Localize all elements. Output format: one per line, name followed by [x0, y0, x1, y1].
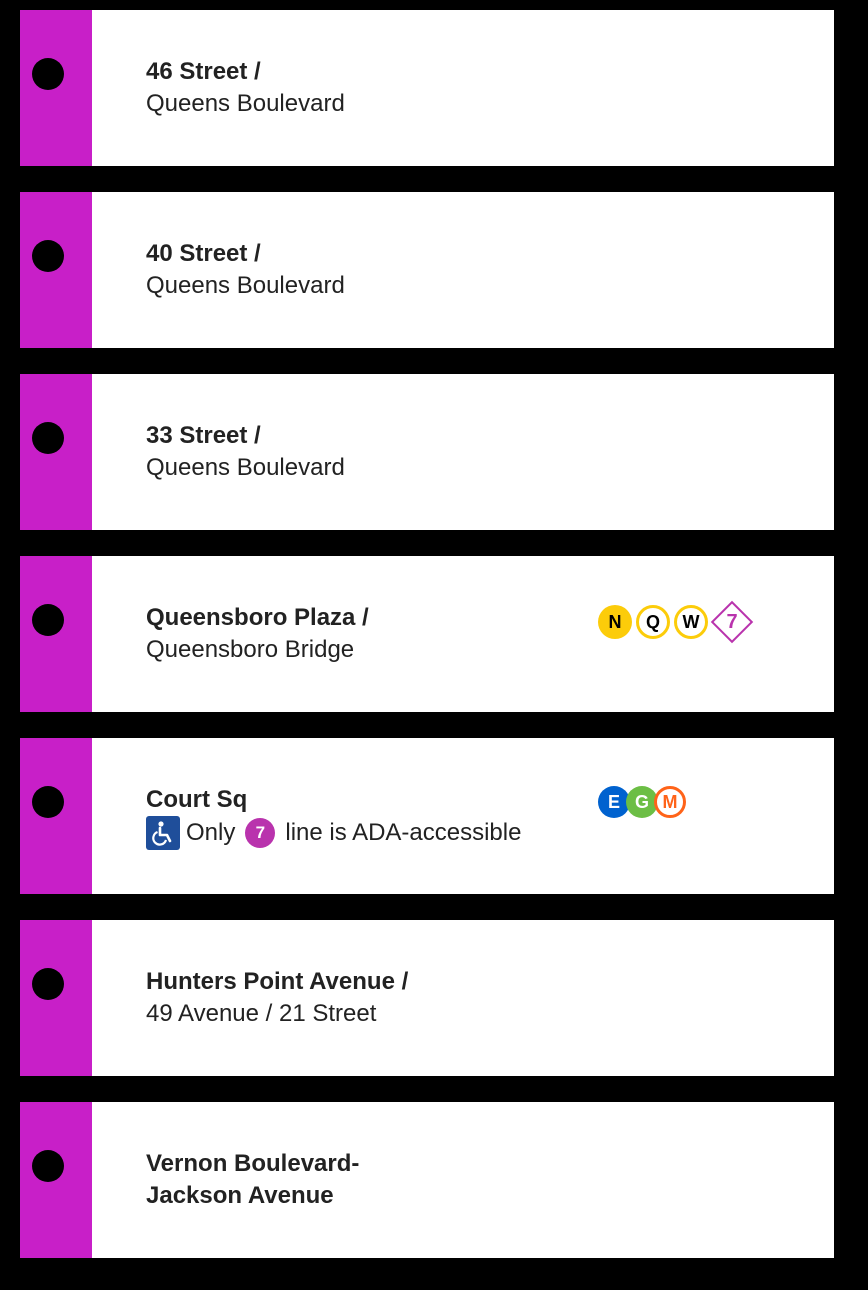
stop-text: Hunters Point Avenue / 49 Avenue / 21 St…: [146, 966, 408, 1030]
line-strip: [20, 920, 92, 1076]
stop-card-33-street[interactable]: 33 Street / Queens Boulevard: [20, 374, 834, 530]
stop-name[interactable]: Queensboro Plaza /: [146, 604, 369, 631]
route-label: Q: [645, 611, 660, 632]
route-label: 7: [726, 610, 738, 633]
stop-name-line-2[interactable]: Jackson Avenue: [146, 1182, 334, 1209]
route-e-bullet-icon[interactable]: E: [598, 786, 630, 818]
stop-text: 33 Street / Queens Boulevard: [146, 420, 345, 484]
line-strip: [20, 1102, 92, 1258]
stop-text: 40 Street / Queens Boulevard: [146, 238, 345, 302]
stop-subtitle: Queens Boulevard: [146, 454, 345, 481]
route-7-diamond-icon[interactable]: 7: [710, 600, 754, 644]
route-label: 7: [255, 823, 266, 842]
stop-text: Queensboro Plaza / Queensboro Bridge: [146, 602, 369, 666]
stop-card-court-sq[interactable]: Court Sq Only 7 line is ADA-accessible: [20, 738, 834, 894]
stop-dot-icon: [32, 786, 64, 818]
stop-text: Vernon Boulevard- Jackson Avenue: [146, 1148, 359, 1212]
stop-name[interactable]: Vernon Boulevard-: [146, 1150, 360, 1177]
stop-card-hunters-point[interactable]: Hunters Point Avenue / 49 Avenue / 21 St…: [20, 920, 834, 1076]
stop-dot-icon: [32, 968, 64, 1000]
stop-text: 46 Street / Queens Boulevard: [146, 56, 345, 120]
stop-subtitle: Queens Boulevard: [146, 272, 345, 299]
stop-name[interactable]: 33 Street /: [146, 422, 261, 449]
ada-note: Only 7 line is ADA-accessible: [146, 816, 521, 850]
route-7-bullet-icon[interactable]: 7: [245, 818, 276, 848]
stop-name[interactable]: Hunters Point Avenue /: [146, 968, 409, 995]
stop-card-queensboro-plaza[interactable]: Queensboro Plaza / Queensboro Bridge N Q…: [20, 556, 834, 712]
stop-name[interactable]: Court Sq: [146, 786, 248, 813]
line-strip: [20, 374, 92, 530]
stop-dot-icon: [32, 422, 64, 454]
line-strip: [20, 10, 92, 166]
stop-subtitle: Queensboro Bridge: [146, 636, 355, 663]
route-label: E: [607, 791, 620, 812]
transfer-routes: N Q W 7: [598, 600, 754, 644]
stop-dot-icon: [32, 58, 64, 90]
stop-card-vernon-boulevard[interactable]: Vernon Boulevard- Jackson Avenue: [20, 1102, 834, 1258]
stop-text: Court Sq Only 7 line is ADA-accessible: [146, 784, 521, 850]
line-strip: [20, 556, 92, 712]
transfer-routes: E G M: [598, 786, 686, 818]
line-strip: [20, 192, 92, 348]
ada-suffix: line is ADA-accessible: [285, 819, 522, 846]
route-label: N: [608, 611, 622, 632]
stop-subtitle: Queens Boulevard: [146, 90, 345, 117]
stop-card-40-street[interactable]: 40 Street / Queens Boulevard: [20, 192, 834, 348]
route-q-bullet-icon[interactable]: Q: [636, 605, 670, 639]
route-m-bullet-icon[interactable]: M: [654, 786, 686, 818]
route-label: W: [682, 611, 700, 632]
ada-prefix: Only: [186, 819, 236, 846]
route-g-bullet-icon[interactable]: G: [626, 786, 658, 818]
wheelchair-icon: [146, 816, 180, 850]
stop-name[interactable]: 40 Street /: [146, 240, 261, 267]
line-strip: [20, 738, 92, 894]
stop-subtitle: 49 Avenue / 21 Street: [146, 1000, 377, 1027]
route-label: G: [634, 791, 649, 812]
stop-list: 46 Street / Queens Boulevard 40 Street /…: [20, 10, 834, 1284]
stop-dot-icon: [32, 604, 64, 636]
route-w-bullet-icon[interactable]: W: [674, 605, 708, 639]
route-n-bullet-icon[interactable]: N: [598, 605, 632, 639]
stop-name[interactable]: 46 Street /: [146, 58, 261, 85]
route-label: M: [662, 791, 678, 812]
stop-dot-icon: [32, 240, 64, 272]
stop-dot-icon: [32, 1150, 64, 1182]
stop-card-46-street[interactable]: 46 Street / Queens Boulevard: [20, 10, 834, 166]
